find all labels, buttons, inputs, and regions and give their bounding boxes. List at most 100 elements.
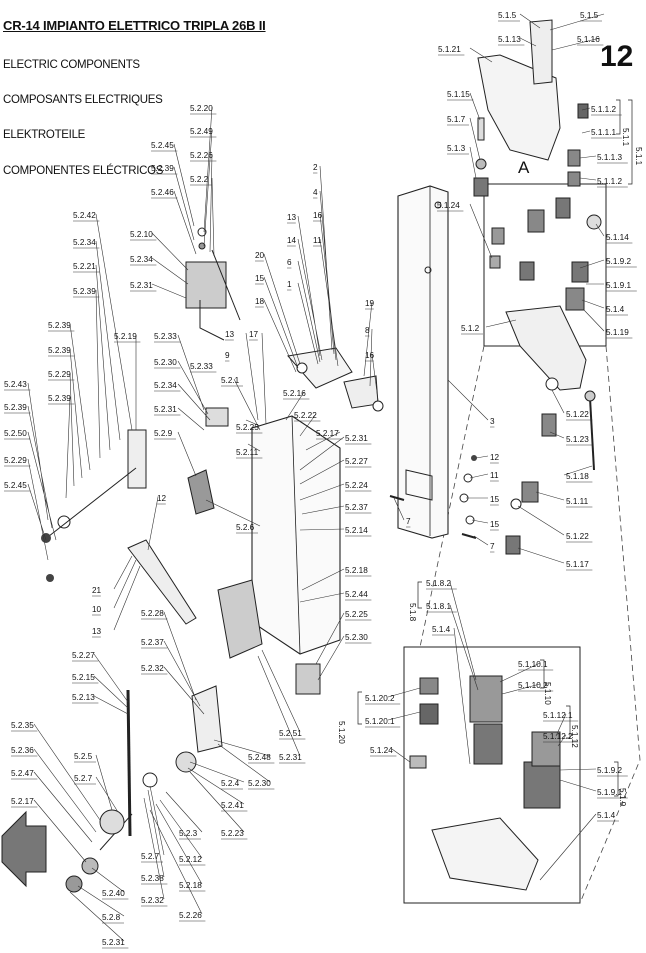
- plate-5-1-2: [505, 305, 587, 391]
- relay-block: [555, 197, 571, 219]
- part-callout: 7: [406, 517, 411, 526]
- part-callout: 4: [313, 188, 318, 197]
- page-title: CR-14 IMPIANTO ELETTRICO TRIPLA 26B II: [3, 18, 266, 33]
- part-callout: 5.2.28: [141, 609, 164, 618]
- part-callout: 5.1.9.1: [606, 281, 631, 290]
- part-callout: 5.1.19: [606, 328, 629, 337]
- part-callout: 5.2.36: [11, 746, 34, 755]
- part-callout: 5.1.4: [606, 305, 625, 314]
- bushing-16: [372, 400, 384, 412]
- group-labels: 5.1.15.1.15.1.85.1.105.1.125.1.205.1.9: [337, 128, 643, 807]
- fuse-5-1-20-1: [419, 703, 439, 725]
- cable-5-2-13: [126, 689, 132, 837]
- part-callout: 12: [157, 494, 167, 503]
- part-callout: 5.2.44: [345, 590, 368, 599]
- part-callout: 5.2.23: [221, 829, 244, 838]
- part-callout: 5.2.33: [190, 362, 213, 371]
- part-callout: 5.2.16: [283, 389, 306, 398]
- part-callout: 13: [287, 213, 297, 222]
- part-callout: 5.2.17: [316, 429, 339, 438]
- relay-5-1-12: [531, 731, 561, 767]
- part-callout: 8: [365, 326, 370, 335]
- switch-plate: [529, 19, 553, 85]
- part-callout: 5.2.24: [345, 481, 368, 490]
- part-callout: 5.2.2: [190, 175, 209, 184]
- part-callout: 5.1.12.2: [543, 732, 573, 741]
- part-callout: 5.1.9.2: [606, 257, 631, 266]
- part-callout: 20: [255, 251, 265, 260]
- part-callout: 5.2.13: [72, 693, 95, 702]
- subtitle-german: ELEKTROTEILE: [3, 129, 86, 141]
- part-callout: 5.2.45: [151, 141, 174, 150]
- part-callout: 5.1.10.2: [518, 681, 548, 690]
- part-callout: 16: [313, 211, 323, 220]
- group-callout: 5.1.12: [570, 725, 579, 748]
- lamp-5-1-22: [545, 377, 559, 391]
- bolt-7-b: [389, 495, 405, 501]
- part-callout: 5.1.8.1: [426, 602, 451, 611]
- fuse-block: [571, 261, 589, 283]
- part-callout: 5.1.1.3: [597, 153, 622, 162]
- part-callout: 12: [490, 453, 500, 462]
- part-callout: 5.2.22: [294, 411, 317, 420]
- fuse-holder: [565, 287, 585, 311]
- part-callout: 5.2.48: [248, 753, 271, 762]
- detail-link-lines: [419, 345, 641, 904]
- part-callout: 13: [225, 330, 235, 339]
- detail-b-box: [403, 646, 581, 904]
- relay-5-1-10: [469, 675, 503, 723]
- part-callout: 5.1.24: [370, 746, 393, 755]
- part-callout: 3: [490, 417, 495, 426]
- part-callout: 5.1.5: [580, 11, 599, 20]
- part-callout: 5.2.37: [345, 503, 368, 512]
- part-callout: 5.2.21: [73, 262, 96, 271]
- direction-arrow: [1, 810, 47, 888]
- part-callout: 5.2.46: [151, 188, 174, 197]
- part-callout: 9: [225, 351, 230, 360]
- part-callout: 5.2.42: [73, 211, 96, 220]
- part-callout: 5.2.20: [190, 104, 213, 113]
- page-number: 12: [600, 40, 634, 73]
- part-callout: 21: [92, 586, 102, 595]
- part-callout: 5.1.8.2: [426, 579, 451, 588]
- part-callout: 5.2.18: [179, 881, 202, 890]
- fuse-5-1-24: [409, 755, 427, 769]
- screw-12: [471, 455, 477, 461]
- part-callout: 5.2.51: [279, 729, 302, 738]
- probe-5-1-18: [589, 397, 595, 471]
- pin-20: [296, 362, 308, 374]
- washer-11: [463, 473, 473, 483]
- part-callout: 5.2.26: [179, 911, 202, 920]
- part-callout: 5.1.22: [566, 410, 589, 419]
- part-callout: 5.1.2: [461, 324, 480, 333]
- group-callout: 5.1.1: [634, 147, 643, 166]
- frame-hole: [434, 201, 442, 209]
- part-callout: 5.2.33: [154, 332, 177, 341]
- part-callout: 5.2.9: [154, 429, 173, 438]
- ring-5-1-7: [475, 158, 487, 170]
- part-callout: 5.1.12.1: [543, 711, 573, 720]
- fuse-block: [491, 227, 505, 245]
- key-5-1-15: [477, 117, 485, 141]
- part-callout: 5.2.11: [236, 448, 259, 457]
- spacer-5-2-7: [142, 772, 158, 788]
- fuse-5-1-20-2: [419, 677, 439, 695]
- part-callout: 14: [287, 236, 297, 245]
- part-callout: 5.2.8: [102, 913, 121, 922]
- part-callout: 5.2.15: [72, 673, 95, 682]
- part-callout: 18: [255, 297, 265, 306]
- part-callout: 19: [365, 299, 375, 308]
- connector-5-1-1-2-top: [577, 103, 589, 119]
- connector-5-1-1-2: [567, 171, 581, 187]
- connector-5-2-9: [187, 469, 215, 515]
- nut-15-b: [465, 515, 475, 525]
- part-callout: 5.2.30: [248, 779, 271, 788]
- part-callout: 5.2.31: [154, 405, 177, 414]
- part-callout: 5.2.7: [141, 852, 160, 861]
- part-callout: 15: [490, 520, 500, 529]
- wheel-5-2-8: [65, 875, 83, 893]
- part-callout: 5.1.17: [566, 560, 589, 569]
- part-callout: 5.1.1.1: [591, 128, 616, 137]
